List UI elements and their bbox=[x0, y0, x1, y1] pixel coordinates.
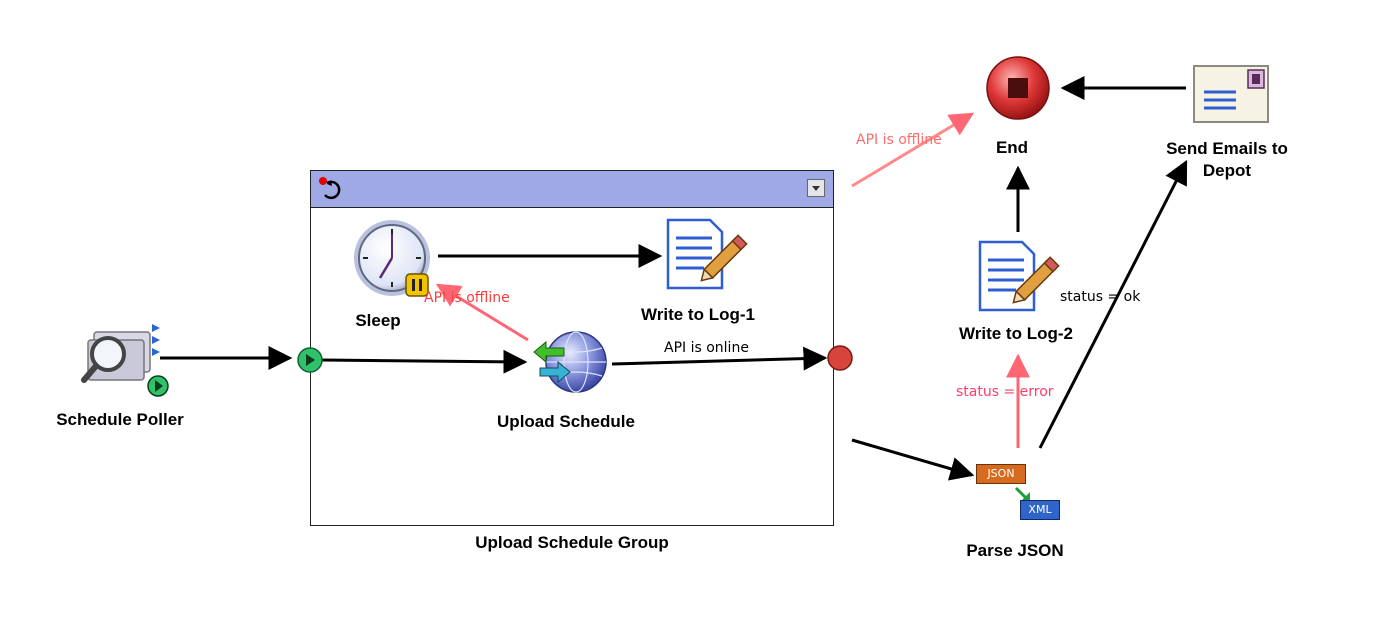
sleep-label: Sleep bbox=[355, 311, 401, 330]
edge-label-api-offline-2: API is offline bbox=[856, 132, 942, 148]
edge-group-to-end bbox=[851, 112, 975, 188]
group-end-port[interactable] bbox=[826, 344, 854, 372]
collapse-button[interactable] bbox=[807, 179, 825, 197]
group-header bbox=[311, 171, 833, 208]
loop-icon bbox=[319, 177, 341, 200]
document-edit-icon bbox=[978, 240, 1060, 312]
end-node[interactable] bbox=[984, 54, 1054, 124]
fast-forward-icon bbox=[152, 324, 160, 356]
send-emails-label: Send Emails to Depot bbox=[1166, 139, 1288, 180]
edge-start-to-upload bbox=[321, 349, 528, 374]
group-start-port[interactable] bbox=[296, 346, 324, 374]
chevron-down-icon bbox=[812, 186, 820, 191]
stop-icon bbox=[986, 56, 1050, 120]
envelope-icon bbox=[1193, 65, 1269, 123]
globe-transfer-icon bbox=[533, 331, 607, 393]
group-label: Upload Schedule Group bbox=[475, 533, 669, 552]
edge-label-api-online: API is online bbox=[664, 340, 749, 356]
pause-icon bbox=[405, 273, 429, 297]
upload-schedule-node[interactable] bbox=[530, 328, 610, 400]
send-emails-node[interactable] bbox=[1192, 64, 1272, 126]
edge-upload-to-sleep bbox=[435, 283, 529, 342]
play-icon bbox=[147, 375, 169, 397]
xml-badge: XML bbox=[1020, 500, 1060, 520]
edge-label-status-error: status = error bbox=[956, 384, 1054, 400]
write-log-2-label: Write to Log-2 bbox=[959, 324, 1073, 343]
end-label: End bbox=[995, 138, 1029, 157]
document-edit-icon bbox=[666, 218, 748, 290]
write-log-1-node[interactable] bbox=[664, 218, 754, 292]
schedule-poller-node[interactable] bbox=[78, 318, 170, 402]
edge-label-api-offline-1: API is offline bbox=[424, 290, 510, 306]
parse-json-label: Parse JSON bbox=[966, 541, 1064, 560]
schedule-poller-label: Schedule Poller bbox=[56, 410, 184, 429]
json-badge: JSON bbox=[976, 464, 1026, 484]
upload-schedule-label: Upload Schedule bbox=[497, 412, 635, 431]
write-log-2-node[interactable] bbox=[976, 240, 1066, 314]
parse-json-node[interactable]: JSON XML bbox=[976, 464, 1066, 524]
arrow-down-right-icon bbox=[1014, 486, 1030, 502]
write-log-1-label: Write to Log-1 bbox=[641, 305, 755, 324]
folder-search-icon bbox=[81, 331, 151, 383]
edge-upload-to-endport bbox=[611, 346, 828, 371]
edge-parse-to-email bbox=[1038, 159, 1188, 449]
edge-group-to-parse bbox=[851, 438, 975, 481]
sleep-node[interactable] bbox=[348, 218, 440, 302]
edge-label-status-ok: status = ok bbox=[1060, 289, 1141, 305]
